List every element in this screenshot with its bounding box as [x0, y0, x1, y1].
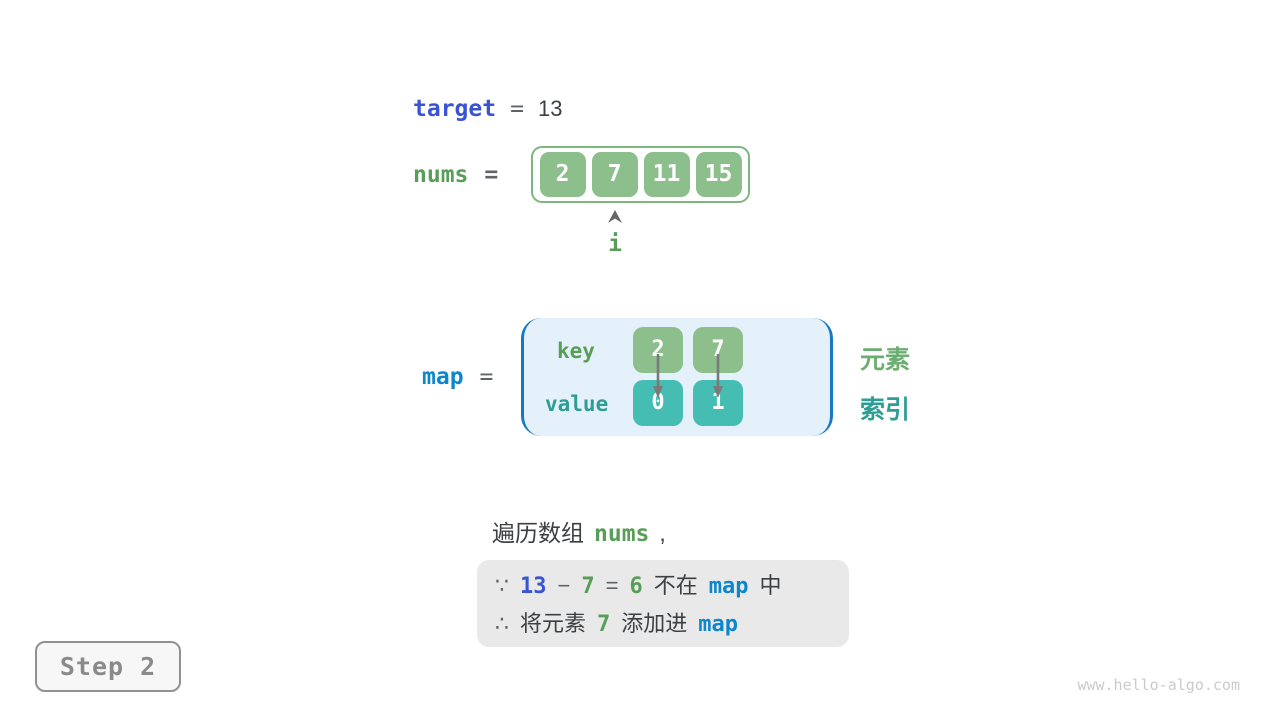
added-element: 7 — [597, 612, 611, 637]
add-middle-text: 添加进 — [621, 611, 688, 636]
map-line: map = — [422, 364, 493, 390]
note-box: ∵ 13 − 7 = 6 不在 map 中 ∴ 将元素 7 添加进 map — [477, 560, 849, 647]
equals-sign: = — [605, 573, 619, 598]
equals-sign: = — [479, 364, 494, 390]
caption-nums: nums — [594, 521, 650, 547]
equals-sign: = — [484, 162, 499, 188]
caption-comma: , — [659, 520, 666, 546]
nums-cell-1: 7 — [591, 152, 638, 197]
add-prefix-text: 将元素 — [520, 611, 587, 636]
therefore-symbol: ∴ — [495, 611, 509, 636]
not-in-text: 不在 — [653, 573, 698, 598]
nums-variable: nums — [413, 162, 469, 188]
note-line-2: ∴ 将元素 7 添加进 map — [495, 605, 831, 643]
target-line: target = 13 — [413, 96, 562, 122]
key-to-value-arrow-icon — [653, 354, 663, 398]
nums-cell-0: 2 — [539, 152, 586, 197]
note-line-1: ∵ 13 − 7 = 6 不在 map 中 — [495, 567, 831, 605]
caption-line: 遍历数组 nums , — [492, 514, 666, 548]
pointer-up-icon — [608, 210, 622, 223]
minus-sign: − — [557, 573, 571, 598]
caption-prefix: 遍历数组 — [492, 520, 584, 546]
index-pointer-label: i — [608, 231, 622, 257]
target-variable: target — [413, 96, 497, 122]
key-to-value-arrow-icon — [713, 354, 723, 398]
step-badge: Step 2 — [35, 641, 181, 692]
nums-line: nums = — [413, 162, 498, 188]
in-suffix-text: 中 — [759, 573, 782, 598]
nums-cell-3: 15 — [695, 152, 742, 197]
element-side-label: 元素 — [860, 346, 911, 374]
map-value-cell-1: 1 — [693, 380, 743, 426]
equals-sign: = — [510, 96, 524, 122]
map-ref: map — [698, 612, 739, 637]
map-variable: map — [422, 364, 464, 390]
watermark: www.hello-algo.com — [1077, 676, 1240, 694]
target-value: 13 — [537, 96, 563, 121]
key-row-label: key — [557, 339, 595, 363]
minuend: 13 — [520, 574, 547, 599]
map-ref: map — [708, 574, 749, 599]
difference: 6 — [629, 574, 643, 599]
nums-array: 2 7 11 15 — [531, 146, 750, 203]
map-box: key value 2 7 0 1 — [521, 318, 833, 436]
index-side-label: 索引 — [860, 396, 911, 424]
map-value-cell-0: 0 — [633, 380, 683, 426]
subtrahend: 7 — [581, 574, 595, 599]
nums-cell-2: 11 — [643, 152, 690, 197]
value-row-label: value — [545, 392, 609, 416]
because-symbol: ∵ — [495, 573, 509, 598]
